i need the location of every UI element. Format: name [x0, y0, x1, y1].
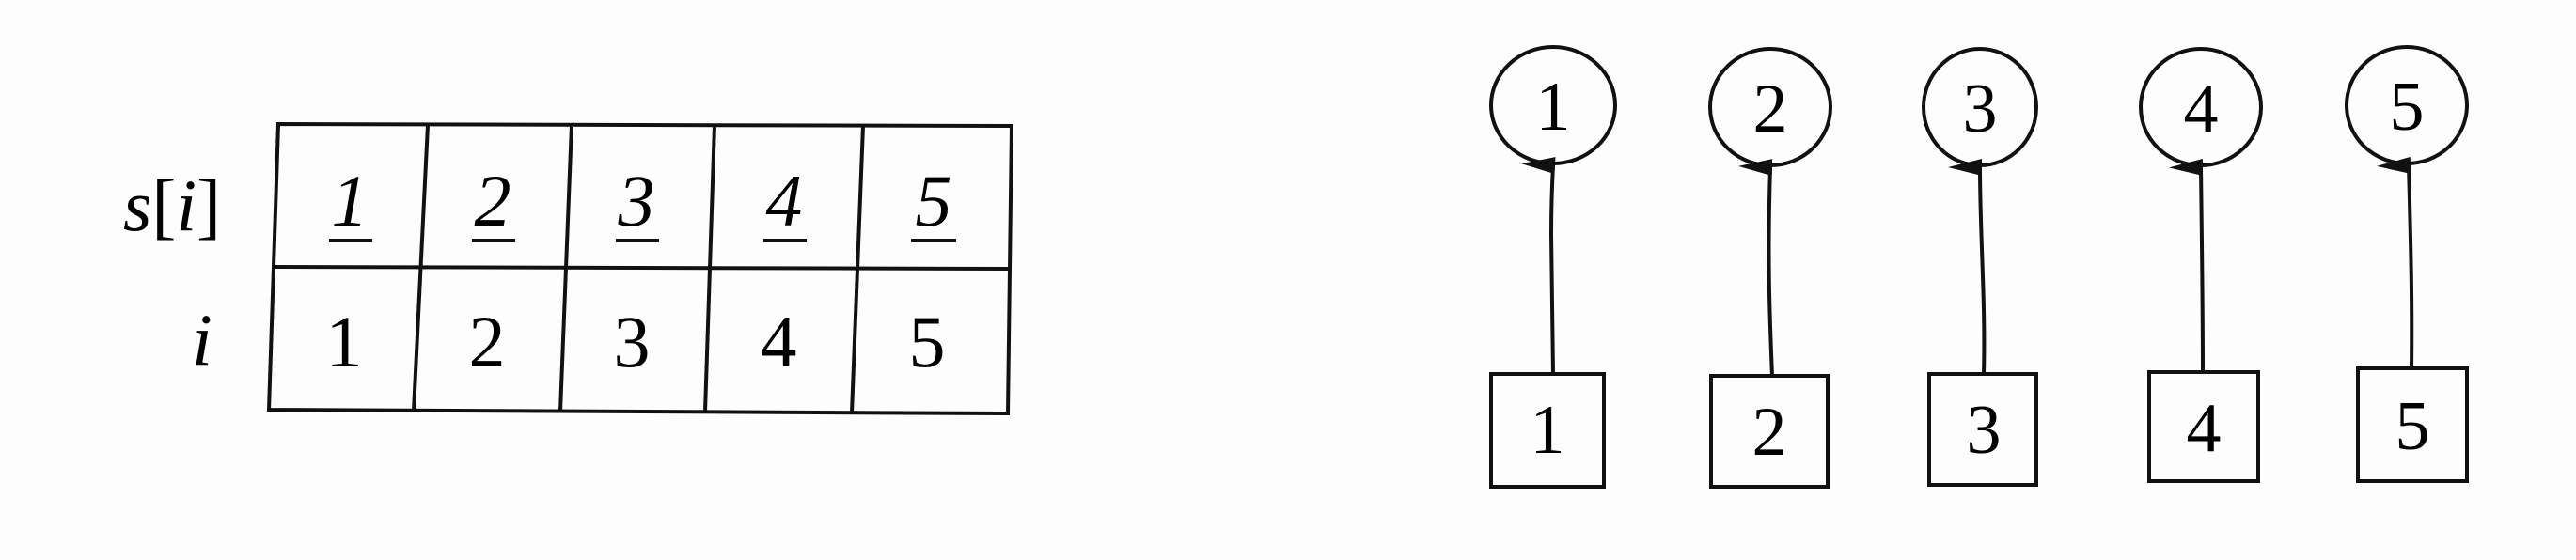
square-node-3: 3	[1927, 372, 2038, 487]
square-node-1: 1	[1489, 372, 1606, 489]
table-col-divider	[558, 124, 573, 412]
svg-text:1: 1	[1531, 392, 1565, 469]
s-cell-1: 1	[332, 160, 369, 241]
table-col-divider	[412, 124, 430, 412]
table-row-divider	[274, 265, 1011, 271]
table-border	[266, 121, 1014, 416]
svg-text:4: 4	[2187, 390, 2222, 467]
i-cell-2: 2	[469, 301, 506, 382]
arrow-1	[1521, 157, 1556, 375]
svg-text:2: 2	[1753, 70, 1788, 148]
s-row: 1 2 3 4 5	[329, 160, 956, 242]
square-node-4: 4	[2147, 370, 2260, 483]
i-cell-1: 1	[326, 301, 363, 382]
square-node-5: 5	[2356, 366, 2469, 483]
arrow-4	[2169, 158, 2205, 373]
circle-node-4: 4	[2139, 47, 2263, 167]
arrow-3	[1948, 158, 1987, 375]
s-cell-5: 5	[916, 160, 952, 241]
array-table: s[i] i 1 2 3 4 5	[123, 121, 1014, 416]
row-label-i: i	[192, 299, 212, 381]
i-cell-3: 3	[614, 301, 651, 382]
svg-text:3: 3	[1967, 392, 2002, 469]
row-label-s-i: s[i]	[123, 164, 221, 246]
s-cell-3: 3	[618, 160, 655, 241]
arrow-2	[1738, 159, 1774, 377]
circle-node-2: 2	[1708, 47, 1832, 167]
square-node-2: 2	[1709, 374, 1830, 489]
table-col-divider	[703, 124, 716, 412]
svg-text:3: 3	[1963, 70, 1998, 148]
circle-node-5: 5	[2345, 45, 2469, 165]
s-cell-4: 4	[766, 160, 803, 241]
svg-text:4: 4	[2184, 70, 2219, 148]
svg-text:1: 1	[1536, 69, 1571, 146]
s-cell-2: 2	[475, 160, 511, 241]
svg-text:5: 5	[2390, 69, 2425, 146]
i-cell-4: 4	[761, 301, 797, 382]
i-row: 1 2 3 4 5	[326, 301, 946, 382]
svg-text:5: 5	[2395, 388, 2430, 465]
node-graph: 1 2 3 4 5	[1489, 45, 2469, 489]
table-col-divider	[850, 125, 865, 413]
circle-node-1: 1	[1489, 45, 1617, 165]
svg-text:2: 2	[1752, 394, 1787, 471]
i-cell-5: 5	[909, 301, 946, 382]
arrow-5	[2377, 156, 2414, 369]
circle-node-3: 3	[1922, 47, 2038, 167]
